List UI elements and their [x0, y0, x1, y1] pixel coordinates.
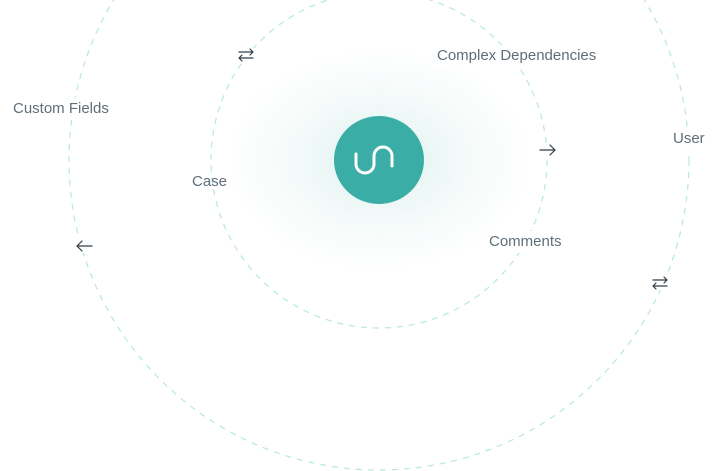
node-user: User	[670, 128, 708, 150]
inner-orbit	[210, 0, 548, 329]
arrow-left-icon	[74, 239, 94, 253]
node-custom-fields: Custom Fields	[10, 98, 112, 120]
unito-logo-icon	[354, 145, 394, 175]
arrow-right-icon	[538, 143, 558, 157]
hub-logo	[334, 116, 424, 204]
node-comments: Comments	[486, 231, 565, 253]
two-way-arrow-icon	[650, 276, 670, 290]
two-way-arrow-icon	[236, 48, 256, 62]
node-complex-dependencies: Complex Dependencies	[434, 45, 600, 67]
node-case: Case	[192, 173, 228, 190]
outer-orbit	[68, 0, 690, 471]
